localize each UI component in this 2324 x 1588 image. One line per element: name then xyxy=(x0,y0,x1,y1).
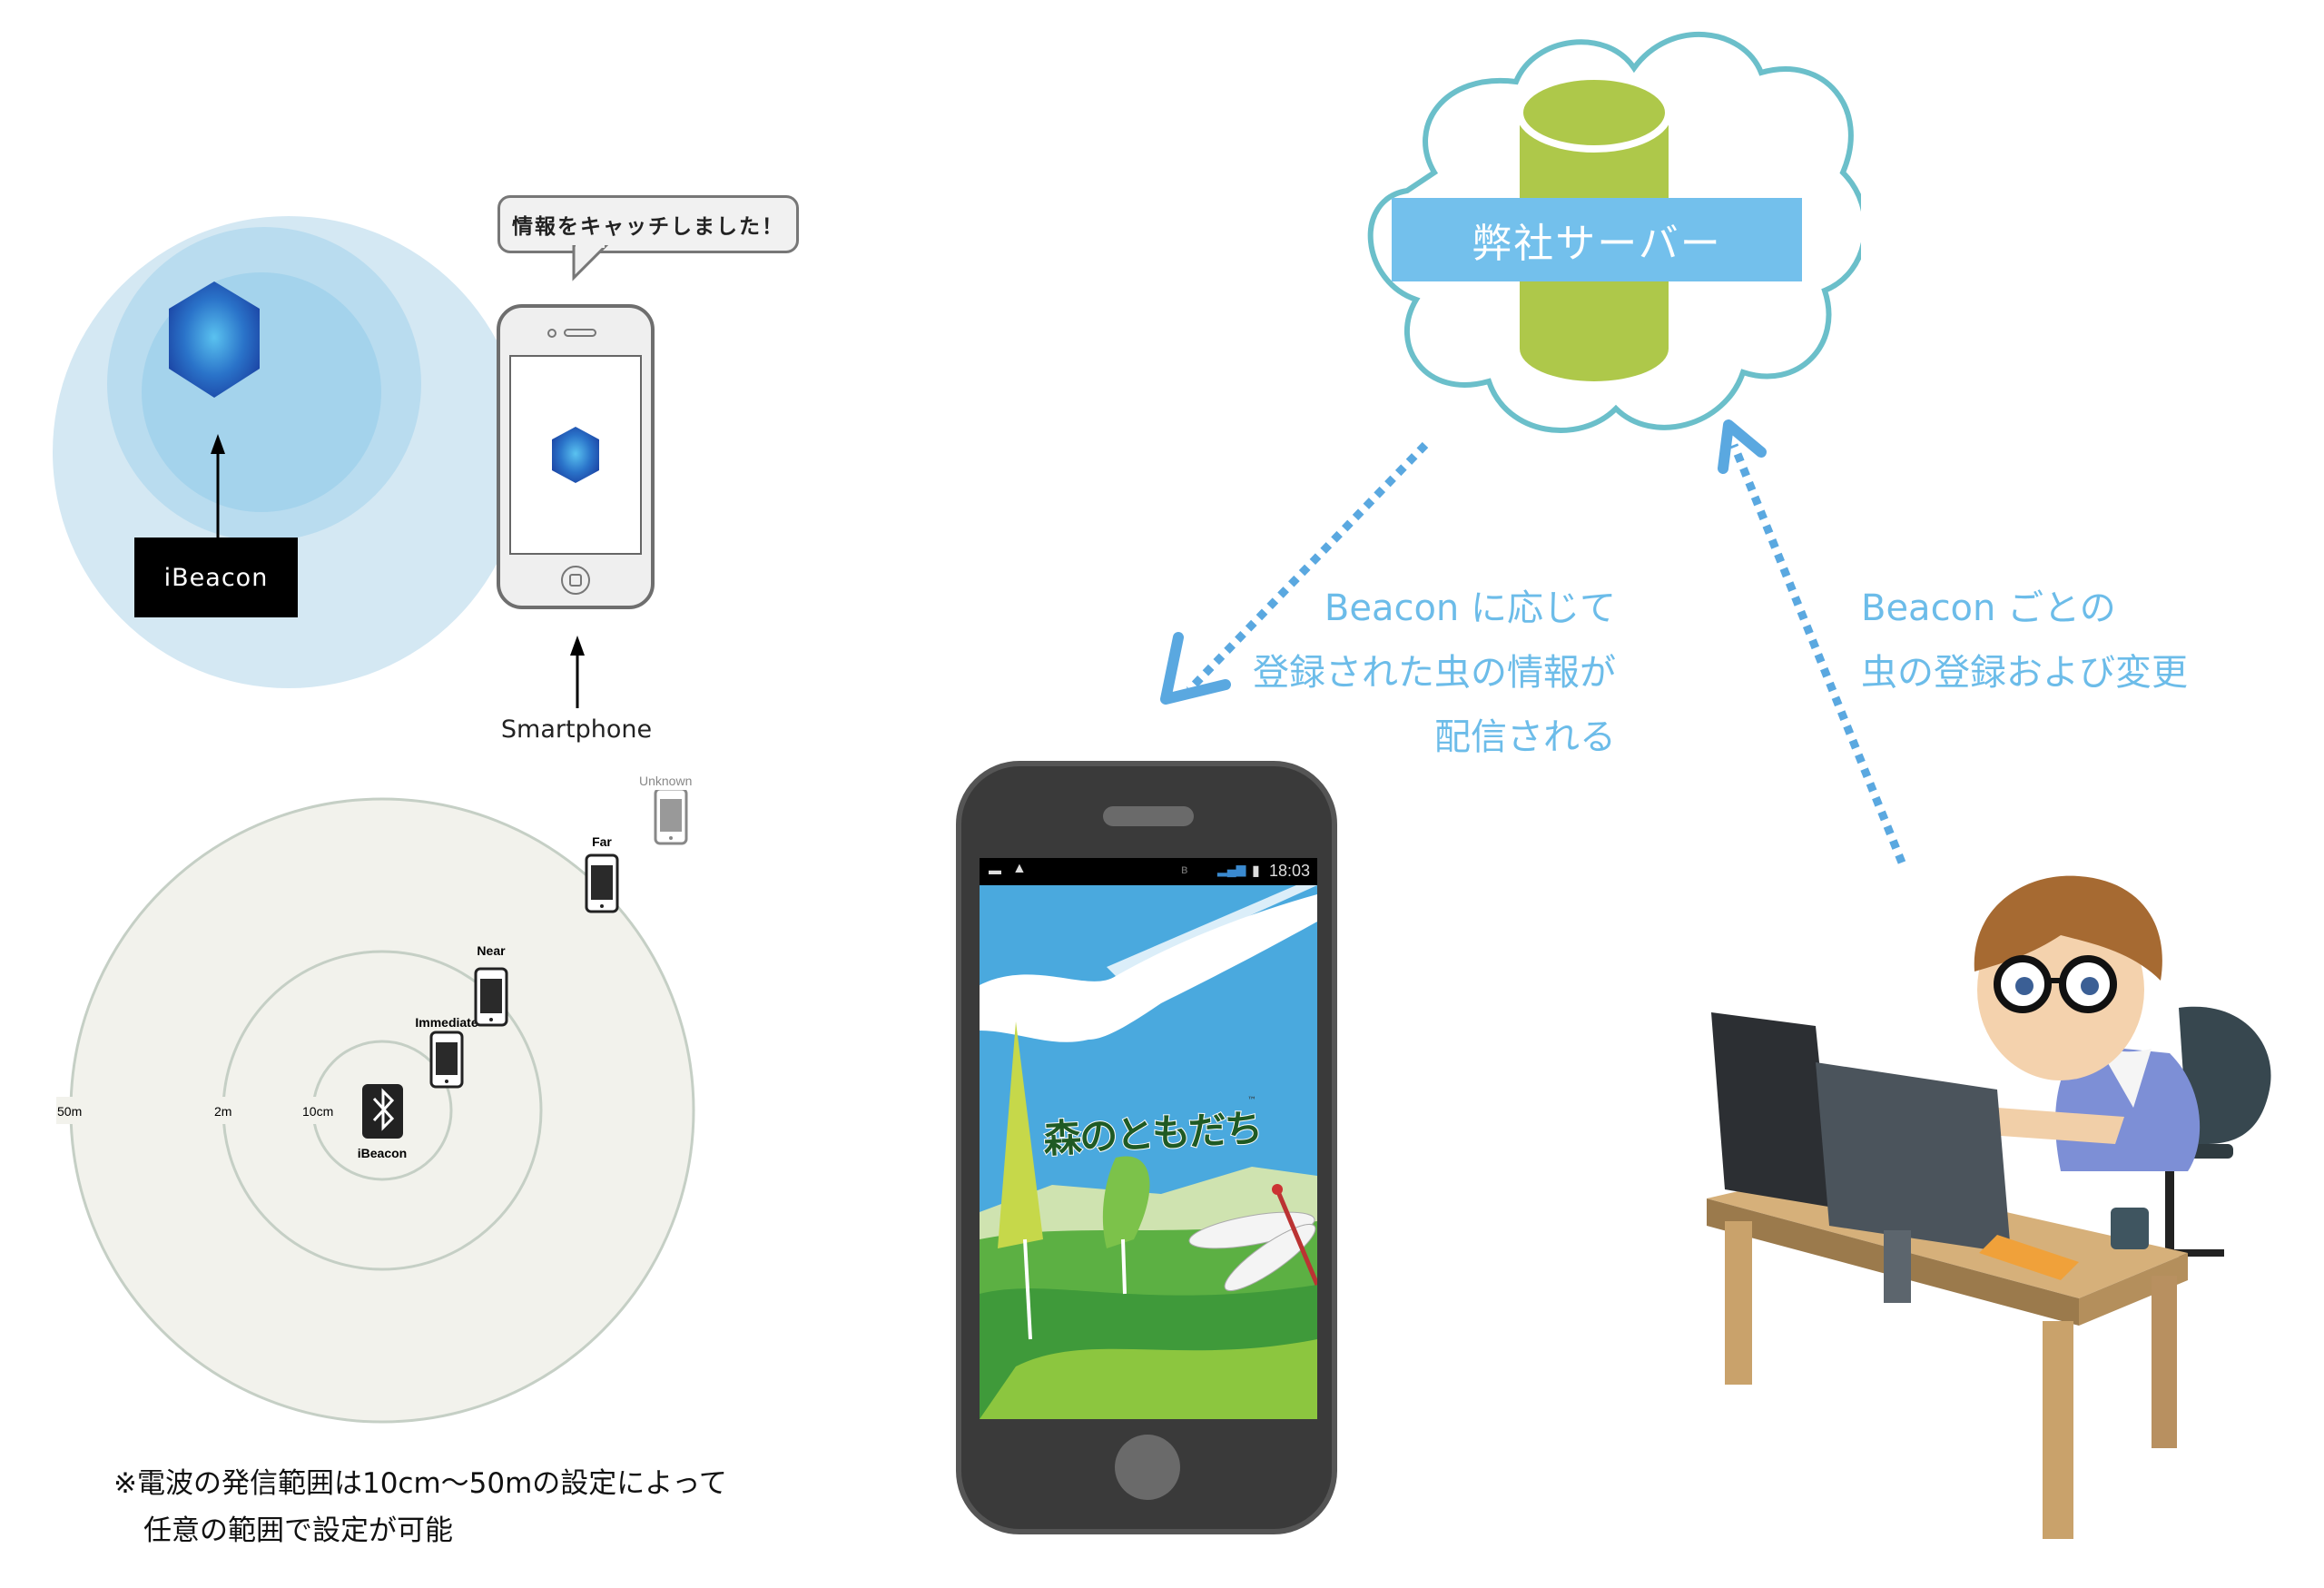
battery-icon: ▮ xyxy=(1252,863,1260,879)
arrow-server-to-phone-icon xyxy=(1160,441,1429,705)
books-icon xyxy=(1979,1235,2079,1280)
phone-far-icon xyxy=(585,853,619,913)
bluetooth-icon: ʙ xyxy=(1181,862,1188,876)
zone-label-unknown: Unknown xyxy=(639,774,693,788)
warning-icon: ▲ xyxy=(1012,861,1027,876)
arrow-up-to-smartphone-icon xyxy=(570,636,585,708)
bluetooth-beacon-icon xyxy=(362,1084,403,1139)
registration-caption-line: Beacon ごとの xyxy=(1861,587,2116,629)
zone-label-immediate: Immediate xyxy=(415,1015,478,1030)
phone-immediate-icon xyxy=(429,1031,464,1089)
delivery-caption: Beacon に応じて 登録された虫の情報が 配信される xyxy=(1126,577,1616,770)
speech-bubble-tail xyxy=(572,245,609,281)
arrow-operator-to-server-icon xyxy=(1718,419,1906,864)
image-icon: ▬ xyxy=(989,863,1001,877)
app-screen[interactable]: ▬ ▲ ʙ ▂▄▆ ▮ 18:03 森のともだち ™ xyxy=(980,858,1317,1419)
delivery-caption-line: Beacon に応じて xyxy=(1324,587,1616,629)
dragonfly-icon xyxy=(1188,1184,1317,1292)
signal-icon: ▂▄▆ xyxy=(1217,862,1246,876)
phone-near-icon xyxy=(474,967,508,1027)
smartphone-outline-icon xyxy=(497,304,655,609)
app-landscape-illustration xyxy=(980,858,1317,1419)
note-line-2: 任意の範囲で設定が可能 xyxy=(143,1514,453,1547)
registration-caption: Beacon ごとの 虫の登録および変更 xyxy=(1861,577,2279,705)
radar-ibeacon-label: iBeacon xyxy=(358,1146,407,1160)
note-line-1: ※電波の発信範囲は10cm〜50mの設定によって xyxy=(113,1467,727,1500)
ibeacon-label: iBeacon xyxy=(134,538,298,617)
ring-label-50m: 50m xyxy=(57,1104,82,1119)
status-time: 18:03 xyxy=(1268,862,1310,880)
speech-bubble: 情報をキャッチしました！ xyxy=(497,195,799,253)
phone-unknown-icon xyxy=(654,790,688,845)
beacon-hexagon-icon xyxy=(169,281,260,398)
registration-caption-line: 虫の登録および変更 xyxy=(1861,652,2188,694)
delivery-caption-line: 登録された虫の情報が xyxy=(1253,652,1616,694)
operator-at-computer-illustration xyxy=(1707,875,2271,1539)
zone-label-near: Near xyxy=(477,943,506,958)
server-label: 弊社サーバー xyxy=(1392,198,1802,281)
trademark: ™ xyxy=(1247,1096,1256,1106)
zone-label-far: Far xyxy=(592,834,612,849)
ring-label-2m: 2m xyxy=(214,1104,231,1119)
delivery-caption-line: 配信される xyxy=(1434,716,1616,758)
status-bar: ▬ ▲ ʙ ▂▄▆ ▮ 18:03 xyxy=(980,858,1317,885)
phone-speaker xyxy=(1103,806,1194,826)
phone-home-button[interactable] xyxy=(1115,1435,1180,1500)
proximity-radar: 50m 2m 10cm iBeacon Immediate Near Far xyxy=(56,790,695,1424)
smartphone-label: Smartphone xyxy=(500,715,653,744)
coffee-mug-icon xyxy=(2111,1208,2149,1249)
person-head-icon xyxy=(1974,875,2162,1080)
computer-monitor-icon xyxy=(1711,1012,2011,1303)
app-title: 森のともだち xyxy=(1041,1105,1263,1162)
ring-label-10cm: 10cm xyxy=(302,1104,333,1119)
arrow-up-to-beacon-icon xyxy=(211,434,225,541)
